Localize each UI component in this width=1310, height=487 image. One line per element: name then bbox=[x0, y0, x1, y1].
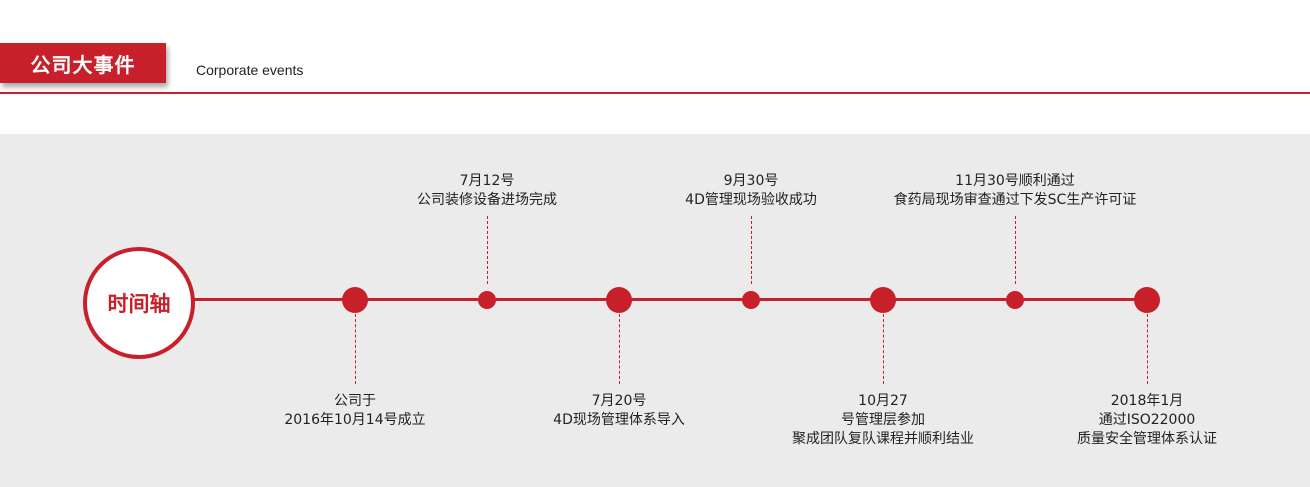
timeline-event: 9月30号 4D管理现场验收成功 bbox=[601, 172, 901, 210]
event-text: 聚成团队复队课程并顺利结业 bbox=[792, 431, 974, 447]
timeline-event: 10月27 号管理层参加 聚成团队复队课程并顺利结业 bbox=[733, 392, 1033, 449]
event-text: 2016年10月14号成立 bbox=[284, 412, 426, 428]
header-divider bbox=[0, 92, 1310, 94]
timeline-connector bbox=[751, 216, 752, 284]
section-subtitle: Corporate events bbox=[196, 62, 304, 78]
timeline-dot bbox=[870, 287, 896, 313]
event-text: 公司于 bbox=[334, 393, 376, 409]
timeline-event: 11月30号顺利通过 食药局现场审查通过下发SC生产许可证 bbox=[865, 172, 1165, 210]
timeline-event: 7月12号 公司装修设备进场完成 bbox=[337, 172, 637, 210]
event-text: 2018年1月 bbox=[1110, 393, 1184, 409]
event-text: 食药局现场审查通过下发SC生产许可证 bbox=[893, 192, 1137, 208]
timeline-event: 2018年1月 通过ISO22000 质量安全管理体系认证 bbox=[997, 392, 1297, 449]
timeline-event: 7月20号 4D现场管理体系导入 bbox=[469, 392, 769, 430]
event-text: 通过ISO22000 bbox=[1098, 412, 1196, 428]
section-title: 公司大事件 bbox=[30, 52, 136, 77]
event-text: 号管理层参加 bbox=[841, 412, 925, 428]
timeline-connector bbox=[883, 314, 884, 384]
timeline-dot bbox=[1006, 291, 1024, 309]
event-text: 公司装修设备进场完成 bbox=[417, 192, 557, 208]
section-title-tab: 公司大事件 bbox=[0, 43, 166, 83]
timeline-connector bbox=[619, 314, 620, 384]
event-text: 7月12号 bbox=[459, 173, 515, 189]
timeline-connector bbox=[487, 216, 488, 284]
event-text: 9月30号 bbox=[723, 173, 779, 189]
timeline-connector bbox=[1147, 314, 1148, 384]
timeline-dot bbox=[342, 287, 368, 313]
event-text: 4D现场管理体系导入 bbox=[553, 412, 685, 428]
timeline-axis bbox=[190, 298, 1150, 301]
event-text: 4D管理现场验收成功 bbox=[685, 192, 817, 208]
event-text: 质量安全管理体系认证 bbox=[1077, 431, 1217, 447]
timeline-connector bbox=[1015, 216, 1016, 284]
event-text: 7月20号 bbox=[591, 393, 647, 409]
timeline-panel bbox=[0, 134, 1310, 487]
timeline-connector bbox=[355, 314, 356, 384]
timeline-dot bbox=[478, 291, 496, 309]
timeline-label: 时间轴 bbox=[107, 292, 171, 316]
timeline-dot bbox=[1134, 287, 1160, 313]
timeline-dot bbox=[742, 291, 760, 309]
timeline-dot bbox=[606, 287, 632, 313]
timeline-event: 公司于 2016年10月14号成立 bbox=[205, 392, 505, 430]
event-text: 10月27 bbox=[858, 393, 908, 409]
timeline-badge: 时间轴 bbox=[83, 247, 195, 359]
event-text: 11月30号顺利通过 bbox=[955, 173, 1075, 189]
